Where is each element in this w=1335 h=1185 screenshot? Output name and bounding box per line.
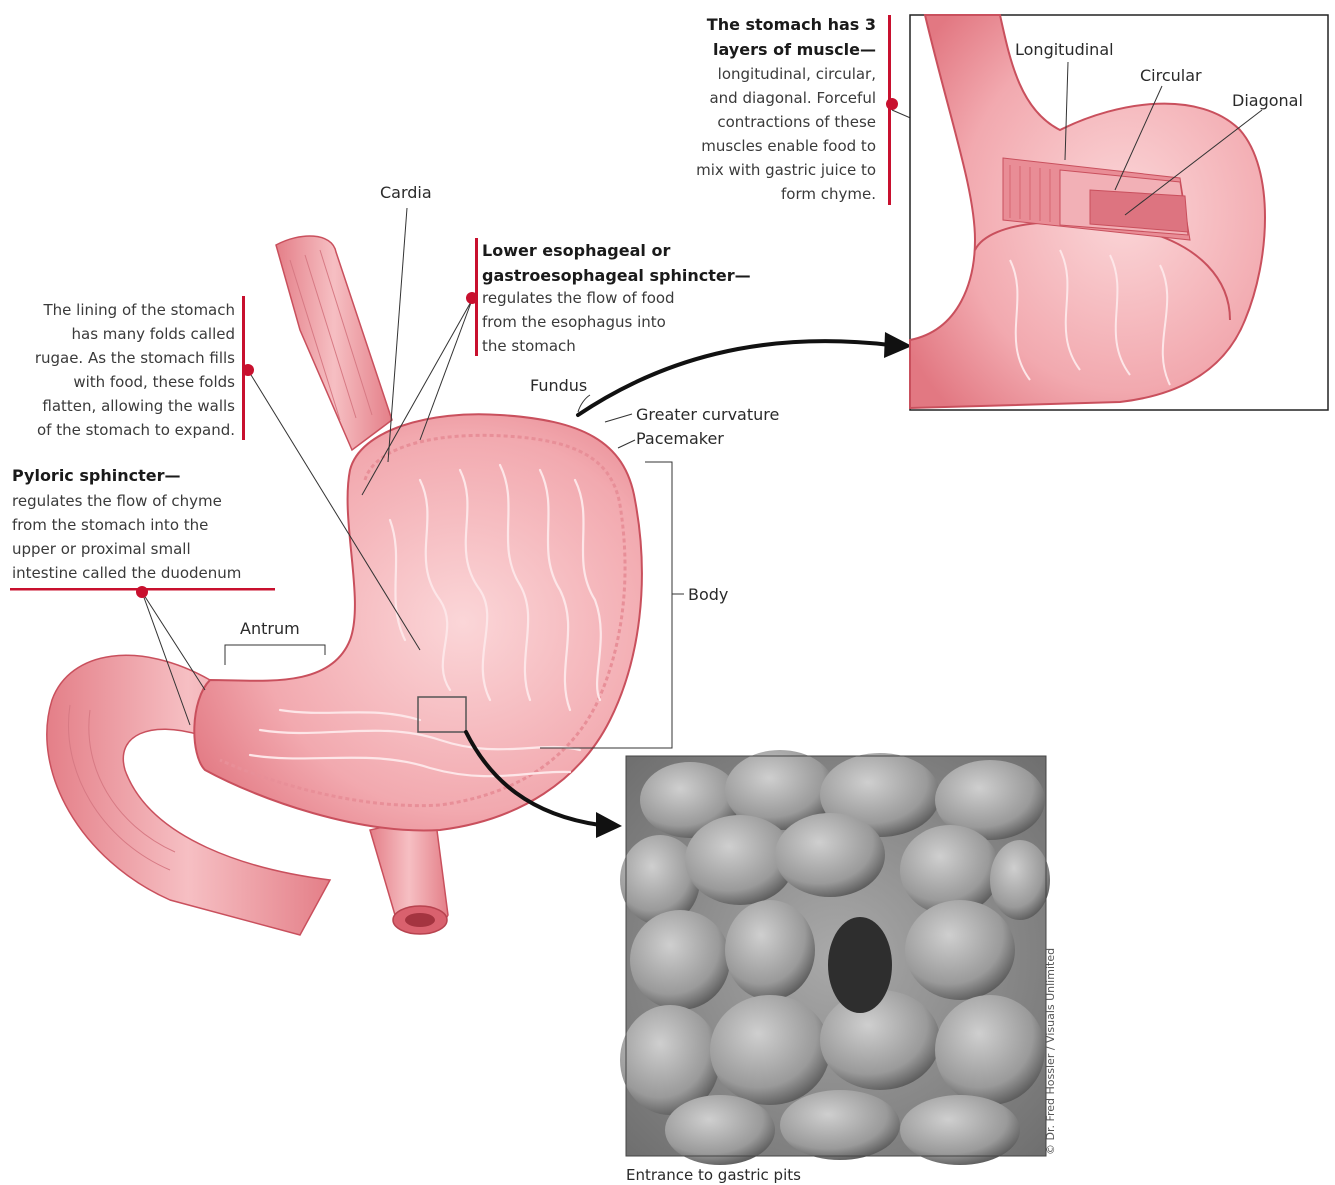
label-longitudinal: Longitudinal bbox=[1015, 40, 1114, 59]
label-cardia: Cardia bbox=[380, 183, 432, 202]
les-note: regulates the flow of food from the esop… bbox=[482, 286, 675, 358]
muscle-layers-title-line2: layers of muscle— bbox=[640, 37, 876, 62]
pyloric-title: Pyloric sphincter— bbox=[12, 466, 180, 485]
pyloric-note: regulates the flow of chyme from the sto… bbox=[12, 489, 241, 585]
muscle-note-line: form chyme. bbox=[640, 182, 876, 206]
muscle-note-line: contractions of these bbox=[640, 110, 876, 134]
label-diagonal: Diagonal bbox=[1232, 91, 1303, 110]
les-title-line1: Lower esophageal or bbox=[482, 238, 751, 263]
les-note-line: from the esophagus into bbox=[482, 310, 675, 334]
rugae-note-line: The lining of the stomach bbox=[5, 298, 235, 322]
muscle-layers-note: longitudinal, circular, and diagonal. Fo… bbox=[640, 62, 876, 206]
arrowhead-upper bbox=[884, 332, 912, 358]
muscle-layers-inset bbox=[910, 15, 1328, 410]
label-pacemaker: Pacemaker bbox=[636, 429, 724, 448]
photo-credit: © Dr. Fred Hossler / Visuals Unlimited bbox=[1044, 948, 1057, 1155]
label-fundus: Fundus bbox=[530, 376, 587, 395]
muscle-layers-title: The stomach has 3 layers of muscle— bbox=[640, 12, 876, 62]
pyloric-note-line: from the stomach into the bbox=[12, 513, 241, 537]
arrowhead-lower bbox=[596, 812, 622, 838]
gastric-pits-photo bbox=[620, 750, 1050, 1165]
les-note-line: regulates the flow of food bbox=[482, 286, 675, 310]
pyloric-note-line: upper or proximal small bbox=[12, 537, 241, 561]
rugae-note-line: with food, these folds bbox=[5, 370, 235, 394]
pyloric-note-line: regulates the flow of chyme bbox=[12, 489, 241, 513]
pyloric-note-line: intestine called the duodenum bbox=[12, 561, 241, 585]
label-greater-curvature: Greater curvature bbox=[636, 405, 779, 424]
rugae-note-line: rugae. As the stomach fills bbox=[5, 346, 235, 370]
photo-caption: Entrance to gastric pits bbox=[626, 1166, 801, 1184]
muscle-note-line: muscles enable food to bbox=[640, 134, 876, 158]
rugae-note-line: flatten, allowing the walls bbox=[5, 394, 235, 418]
muscle-layers-title-line1: The stomach has 3 bbox=[640, 12, 876, 37]
label-antrum: Antrum bbox=[240, 619, 300, 638]
les-note-line: the stomach bbox=[482, 334, 675, 358]
rugae-note-line: has many folds called bbox=[5, 322, 235, 346]
lower-intestine-tube bbox=[370, 815, 448, 934]
esophagus bbox=[276, 236, 392, 450]
rugae-note-line: of the stomach to expand. bbox=[5, 418, 235, 442]
label-circular: Circular bbox=[1140, 66, 1202, 85]
label-body: Body bbox=[688, 585, 728, 604]
rugae-note: The lining of the stomach has many folds… bbox=[5, 298, 235, 442]
muscle-note-line: and diagonal. Forceful bbox=[640, 86, 876, 110]
muscle-note-line: longitudinal, circular, bbox=[640, 62, 876, 86]
les-title: Lower esophageal or gastroesophageal sph… bbox=[482, 238, 751, 288]
les-title-line2: gastroesophageal sphincter— bbox=[482, 263, 751, 288]
muscle-note-line: mix with gastric juice to bbox=[640, 158, 876, 182]
